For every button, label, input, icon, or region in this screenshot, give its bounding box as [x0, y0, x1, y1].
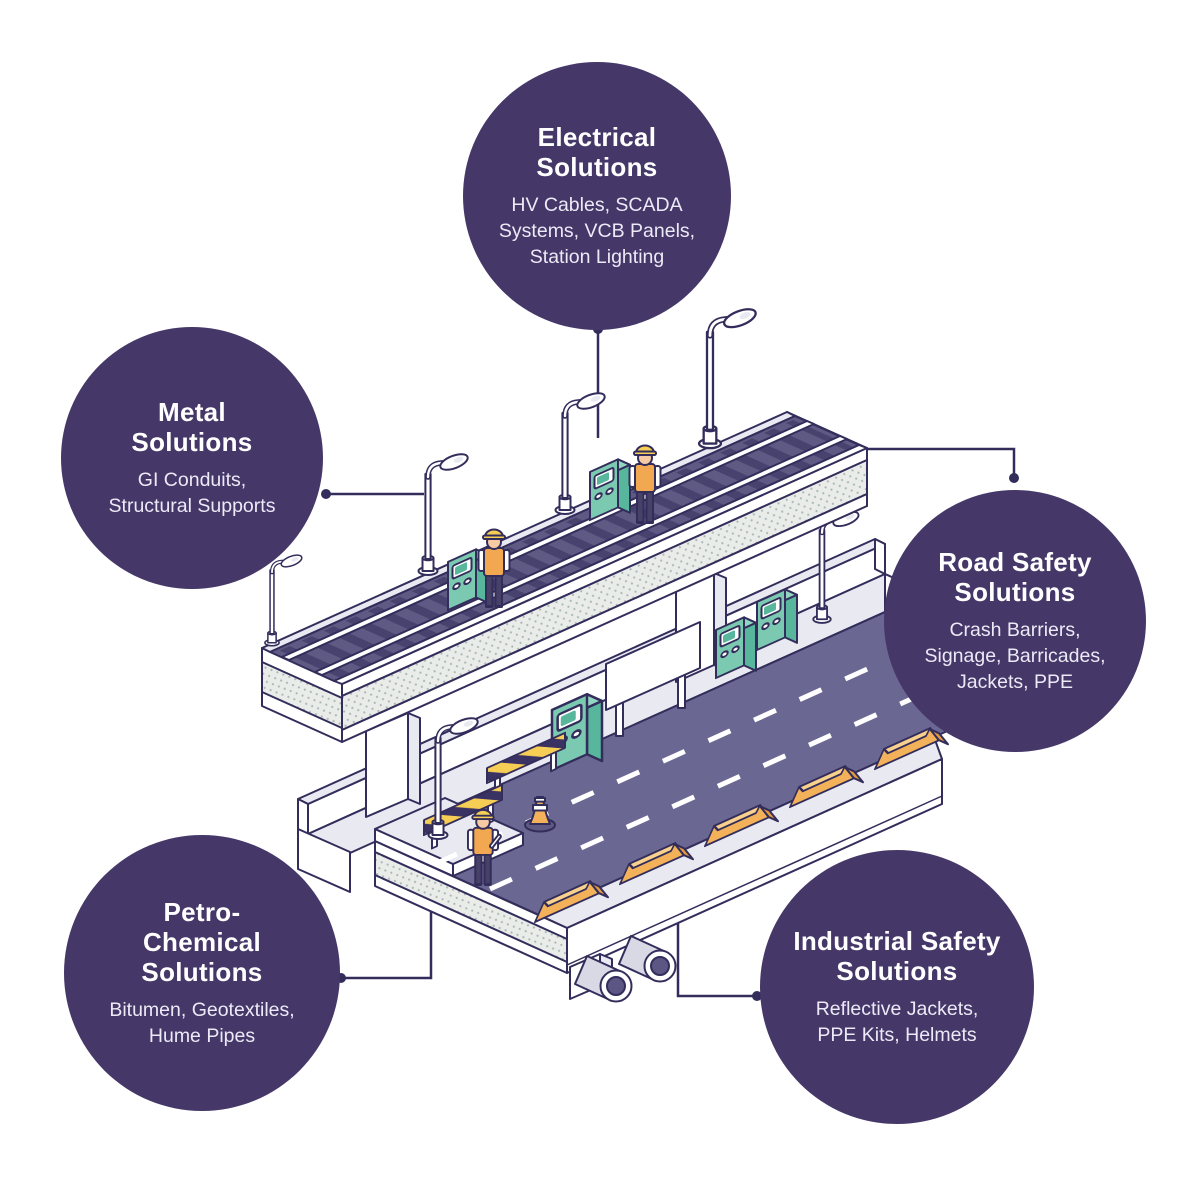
road-deck — [297, 509, 1075, 1003]
connector-road-safety — [800, 447, 1019, 483]
worker-icon — [466, 808, 502, 887]
rail-icon — [281, 420, 815, 661]
node-items: Crash Barriers, Signage, Barricades, Jac… — [924, 619, 1106, 693]
node-title: Petro- Chemical Solutions — [141, 896, 263, 987]
ticket-machine-icon — [756, 588, 798, 651]
node-items: Bitumen, Geotextiles, Hume Pipes — [109, 999, 295, 1047]
ticket-machine-icon — [550, 693, 604, 772]
ticket-machine-icon — [589, 458, 631, 521]
node-title: Metal Solutions — [131, 396, 253, 457]
street-lamp-icon — [699, 306, 758, 449]
connector-metal — [321, 489, 424, 499]
node-items: HV Cables, SCADA Systems, VCB Panels, St… — [498, 194, 696, 268]
ticket-machine-icon — [715, 616, 757, 679]
node-items: GI Conduits, Structural Supports — [108, 468, 276, 517]
solution-node-electrical: Electrical Solutions HV Cables, SCADA Sy… — [463, 62, 731, 330]
node-title: Industrial Safety Solutions — [793, 925, 1001, 986]
rail-icon — [314, 435, 848, 676]
elevated-rail-track — [261, 306, 868, 743]
connector-petro-chemical — [336, 900, 433, 983]
solution-node-petro-chemical: Petro- Chemical Solutions Bitumen, Geote… — [64, 835, 340, 1111]
connector-electrical — [593, 324, 603, 438]
support-pillar-icon — [365, 712, 421, 818]
node-items: Reflective Jackets, PPE Kits, Helmets — [815, 997, 979, 1046]
node-title: Road Safety Solutions — [938, 546, 1092, 607]
hume-pipe-icon — [574, 955, 633, 1003]
sleeper-icon — [272, 420, 853, 681]
hume-pipe-icon — [618, 935, 677, 983]
signboard-icon — [605, 621, 701, 737]
solution-node-metal: Metal Solutions GI Conduits, Structural … — [61, 327, 323, 589]
track-near-rim — [333, 444, 868, 685]
solution-node-industrial-safety: Industrial Safety Solutions Reflective J… — [760, 850, 1034, 1124]
solution-node-road-safety: Road Safety Solutions Crash Barriers, Si… — [884, 490, 1146, 752]
node-title: Electrical Solutions — [536, 121, 658, 182]
